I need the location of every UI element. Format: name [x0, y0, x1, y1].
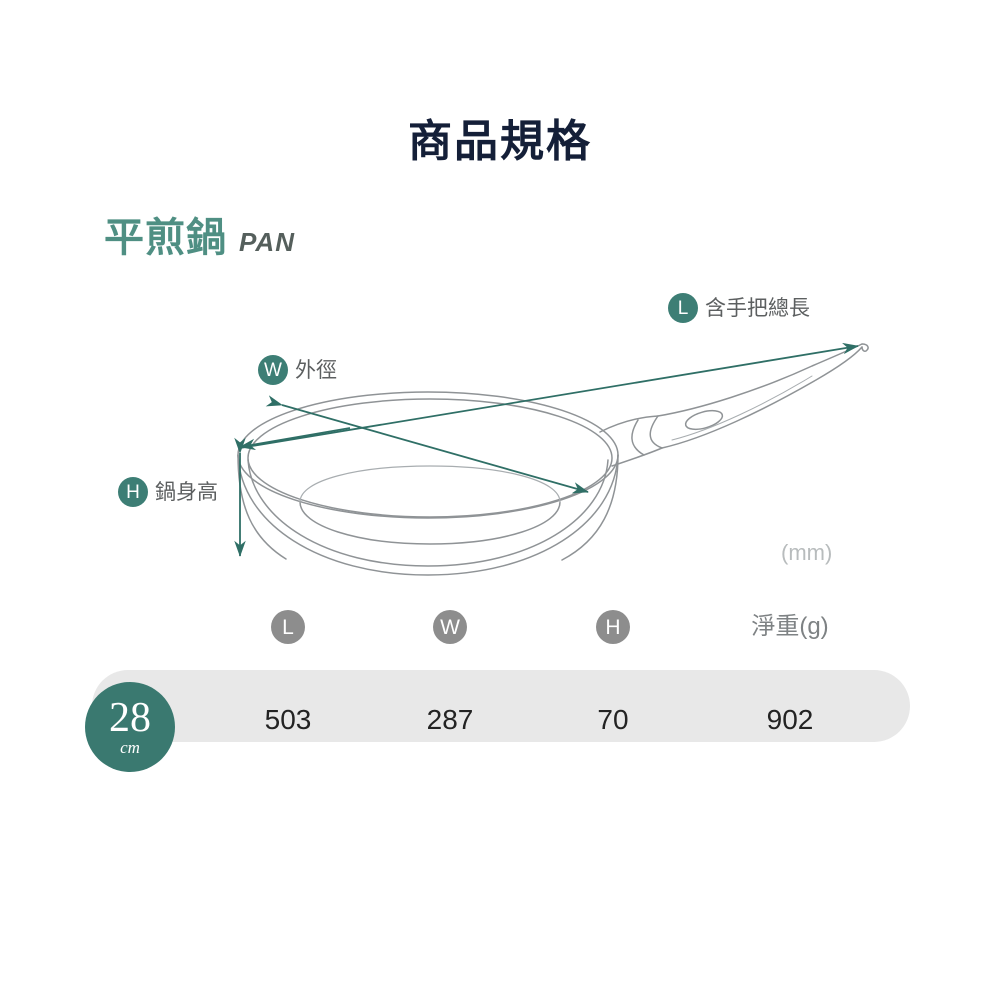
header-badge-h: H — [596, 610, 630, 644]
handle-lower-edge — [661, 346, 863, 449]
pan-body-left-wall — [237, 454, 287, 560]
callout-body-height: H 鍋身高 — [118, 477, 218, 507]
pan-body-bottom — [237, 454, 619, 576]
header-cell-h: H — [578, 596, 648, 658]
spec-table: L W H 淨重(g) — [0, 596, 1000, 742]
size-badge-unit: cm — [120, 737, 140, 757]
pan-body-right-wall — [561, 454, 619, 561]
handle-hole — [684, 409, 724, 431]
callout-badge-h: H — [118, 477, 148, 507]
value-cell-h: 70 — [597, 704, 629, 735]
callout-badge-w: W — [258, 355, 288, 385]
callout-label-w: 外徑 — [295, 358, 337, 382]
header-label-net-weight: 淨重(g) — [751, 613, 829, 640]
arrow-width-w — [265, 395, 589, 494]
value-cell-w: 287 — [426, 704, 474, 735]
header-cell-l: L — [253, 596, 323, 658]
handle-collar-seam — [649, 415, 663, 449]
header-cell-net-weight: 淨重(g) — [700, 596, 880, 658]
product-name-cn: 平煎鍋 — [104, 216, 227, 260]
spec-table-header: L W H 淨重(g) — [0, 596, 1000, 658]
unit-note: (mm) — [781, 540, 833, 565]
size-badge: 28 cm — [85, 682, 175, 772]
callout-outer-diameter: W 外徑 — [258, 355, 337, 385]
handle-collar-top — [599, 415, 659, 433]
measurement-arrows — [234, 342, 859, 557]
page-title: 商品規格 — [408, 117, 592, 166]
handle-collar-seam2 — [631, 419, 645, 456]
header-badge-w: W — [433, 610, 467, 644]
product-name-en: PAN — [239, 227, 295, 257]
handle-collar-bottom — [611, 447, 663, 467]
callout-total-length: L 含手把總長 — [668, 293, 810, 323]
handle-inner-contour — [671, 375, 813, 441]
spec-row-band — [92, 670, 910, 742]
pan-body-bottom-inner — [247, 459, 609, 567]
header-cell-w: W — [415, 596, 485, 658]
header-badge-l: L — [271, 610, 305, 644]
pan-diagram — [0, 270, 1000, 600]
callout-badge-l: L — [668, 293, 698, 323]
callout-label-h: 鍋身高 — [155, 480, 218, 504]
product-name: 平煎鍋 PAN — [104, 218, 295, 258]
callout-label-l: 含手把總長 — [705, 296, 810, 320]
pan-inner-base — [299, 501, 561, 545]
pan-inner-base-back — [299, 465, 561, 503]
arrow-width-w-left — [239, 427, 351, 451]
value-cell-l: 503 — [264, 704, 312, 735]
value-cell-net-weight: 902 — [766, 704, 814, 735]
handle-tip — [861, 343, 869, 352]
size-badge-value: 28 — [109, 695, 151, 742]
